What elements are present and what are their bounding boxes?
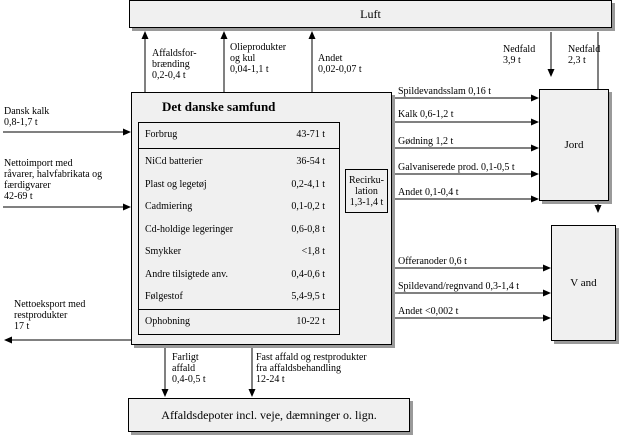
label-andet-vand: Andet <0,002 t	[398, 306, 459, 317]
label-andet-luft: Andet 0,02-0,07 t	[318, 53, 362, 75]
soil-box: Jord	[539, 89, 609, 201]
air-label: Luft	[360, 6, 381, 21]
air-box: Luft	[129, 0, 612, 28]
recirculation-box: Recirku- lation 1,3-1,4 t	[345, 169, 388, 213]
society-inner-table: Forbrug 43-71 t NiCd batterier 36-54 t P…	[138, 122, 340, 335]
row-cd-legeringer: Cd-holdige legeringer 0,6-0,8 t	[145, 224, 325, 235]
label-nedfald-vand: Nedfald 2,3 t	[568, 44, 601, 66]
label-andet-jord: Andet 0,1-0,4 t	[398, 187, 459, 198]
waste-depot-label: Affaldsdepoter incl. veje, dæmninger o. …	[161, 407, 377, 422]
separator-top	[139, 148, 339, 149]
row-forbrug: Forbrug 43-71 t	[145, 129, 325, 140]
row-ophobning: Ophobning 10-22 t	[145, 316, 325, 327]
society-title: Det danske samfund	[162, 99, 276, 114]
row-plast: Plast og legetøj 0,2-4,1 t	[145, 179, 325, 190]
row-foelgestof: Følgestof 5,4-9,5 t	[145, 291, 325, 302]
waste-depot-box: Affaldsdepoter incl. veje, dæmninger o. …	[128, 398, 410, 432]
label-dansk-kalk: Dansk kalk 0,8-1,7 t	[4, 106, 50, 128]
label-nedfald-jord: Nedfald 3,9 t	[503, 44, 536, 66]
label-spildevandsslam: Spildevandsslam 0,16 t	[398, 86, 492, 97]
row-cadmiering: Cadmiering 0,1-0,2 t	[145, 201, 325, 212]
label-galvaniserede: Galvaniserede prod. 0,1-0,5 t	[398, 162, 515, 173]
water-label: V and	[570, 277, 597, 289]
row-smykker: Smykker <1,8 t	[145, 246, 325, 257]
society-box: Det danske samfund Forbrug 43-71 t NiCd …	[131, 92, 392, 345]
row-andre-anv: Andre tilsigtede anv. 0,4-0,6 t	[145, 269, 325, 280]
label-affaldsforbraending: Affaldsfor- brænding 0,2-0,4 t	[152, 48, 197, 81]
label-goedning: Gødning 1,2 t	[398, 136, 454, 147]
label-spildevand: Spildevand/regnvand 0,3-1,4 t	[398, 281, 520, 292]
label-olieprodukter: Olieprodukter og kul 0,04-1,1 t	[230, 42, 287, 75]
soil-label: Jord	[564, 139, 584, 151]
label-kalk: Kalk 0,6-1,2 t	[398, 109, 454, 120]
label-nettoeksport: Nettoeksport med restprodukter 17 t	[14, 299, 86, 332]
row-nicd: NiCd batterier 36-54 t	[145, 156, 325, 167]
separator-bottom	[139, 309, 339, 310]
label-fast-affald: Fast affald og restprodukter fra affalds…	[256, 352, 367, 385]
label-farligt-affald: Farligt affald 0,4-0,5 t	[172, 352, 206, 385]
label-offeranoder: Offeranoder 0,6 t	[398, 256, 467, 267]
water-box: V and	[551, 225, 616, 341]
label-nettoimport: Nettoimport med råvarer, halvfabrikata o…	[4, 158, 103, 202]
